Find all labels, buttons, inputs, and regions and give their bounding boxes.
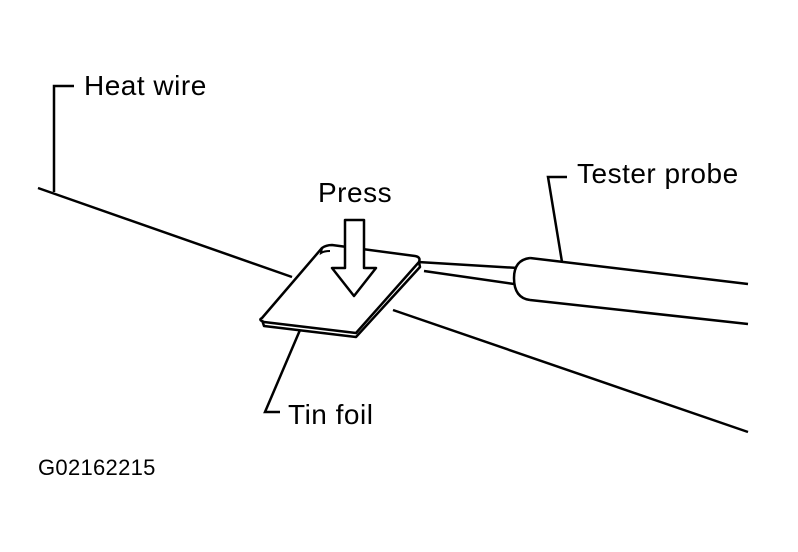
heat-wire-line-left [37,186,293,279]
tin-foil-label: Tin foil [288,399,374,430]
press-label: Press [318,177,393,208]
tin-foil-sheet [259,243,422,339]
figure-code: G02162215 [38,455,156,480]
tin-foil-leader [263,329,302,414]
heat-wire-line-right [392,308,749,434]
press-arrow [330,218,378,298]
tester-probe-tip [417,260,519,286]
tester-probe-leader [546,175,567,263]
tester-probe-body [512,256,749,326]
heat-wire-label: Heat wire [84,70,207,101]
heat-wire-leader [52,84,74,192]
tester-probe-label: Tester probe [577,158,739,189]
